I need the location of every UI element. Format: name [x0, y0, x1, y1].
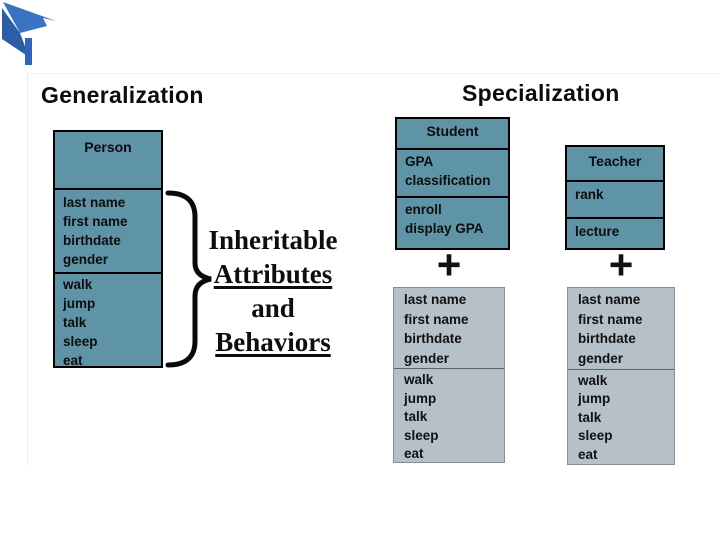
behavior-item: enroll — [405, 202, 442, 217]
student-class-title: Student — [426, 123, 479, 139]
attribute-item: birthdate — [63, 233, 121, 248]
person-behaviors: walk jump talk sleep eat — [55, 272, 161, 368]
behavior-item: walk — [63, 277, 93, 292]
inherited-attributes: last name first name birthdate gender — [568, 288, 674, 369]
attribute-item: classification — [405, 173, 491, 188]
annotation-line: Attributes — [197, 257, 349, 291]
person-class-title: Person — [84, 139, 132, 155]
generalization-heading: Generalization — [41, 82, 204, 108]
attribute-item: birthdate — [578, 331, 636, 346]
attribute-item: first name — [63, 214, 128, 229]
inherited-behaviors: walk jump talk sleep eat — [568, 368, 674, 465]
behavior-item: talk — [63, 315, 87, 330]
student-class-box: Student GPA classification enroll displa… — [395, 117, 510, 250]
behavior-item: walk — [404, 372, 434, 387]
teacher-attributes: rank — [567, 180, 663, 217]
annotation-line-underlined: Attributes — [213, 259, 333, 289]
attribute-item: gender — [404, 350, 450, 366]
behavior-item: jump — [63, 296, 96, 311]
attribute-item: birthdate — [404, 331, 462, 346]
student-inherited-members-box: last name first name birthdate gender wa… — [393, 287, 505, 463]
inheritable-annotation: Inheritable Attributes and Behaviors — [197, 223, 349, 359]
attribute-item: GPA — [405, 154, 434, 169]
behavior-item: talk — [578, 409, 602, 425]
annotation-line-underlined: Behaviors — [215, 327, 331, 357]
behavior-item: eat — [63, 353, 83, 368]
behavior-item: jump — [578, 391, 611, 406]
person-attributes: last name first name birthdate gender — [55, 188, 161, 272]
teacher-class-box: Teacher rank lecture — [565, 145, 665, 250]
behavior-item: sleep — [63, 334, 98, 349]
plus-sign-teacher: + — [608, 241, 634, 288]
inherited-behaviors: walk jump talk sleep eat — [394, 368, 504, 462]
annotation-line: Behaviors — [197, 325, 349, 359]
curly-brace-icon — [165, 190, 212, 368]
behavior-item: sleep — [404, 427, 439, 443]
behavior-item: eat — [404, 446, 424, 461]
attribute-item: first name — [404, 311, 469, 327]
student-attributes: GPA classification — [397, 148, 508, 196]
attribute-item: first name — [578, 311, 643, 327]
student-behaviors: enroll display GPA — [397, 196, 508, 248]
diagram-image-edge — [27, 73, 720, 466]
plus-sign-student: + — [436, 241, 462, 288]
inherited-attributes: last name first name birthdate gender — [394, 288, 504, 368]
behavior-item: talk — [404, 409, 428, 424]
attribute-item: last name — [63, 195, 126, 210]
specialization-heading: Specialization — [462, 80, 620, 106]
behavior-item: eat — [578, 446, 598, 462]
teacher-class-title: Teacher — [588, 153, 642, 169]
attribute-item: last name — [578, 292, 641, 307]
attribute-item: gender — [63, 252, 109, 267]
behavior-item: lecture — [575, 224, 620, 239]
attribute-item: last name — [404, 292, 467, 307]
annotation-line: Inheritable — [208, 225, 338, 255]
person-class-box: Person last name first name birthdate ge… — [53, 130, 163, 368]
behavior-item: display GPA — [405, 221, 484, 236]
bent-arrow-logo-icon — [2, 2, 56, 65]
behavior-item: jump — [404, 390, 437, 406]
behavior-item: sleep — [578, 428, 613, 443]
behavior-item: walk — [578, 372, 608, 388]
attribute-item: rank — [575, 187, 604, 202]
teacher-inherited-members-box: last name first name birthdate gender wa… — [567, 287, 675, 465]
annotation-line: and — [251, 293, 295, 323]
attribute-item: gender — [578, 350, 624, 366]
teacher-behaviors: lecture — [567, 217, 663, 248]
